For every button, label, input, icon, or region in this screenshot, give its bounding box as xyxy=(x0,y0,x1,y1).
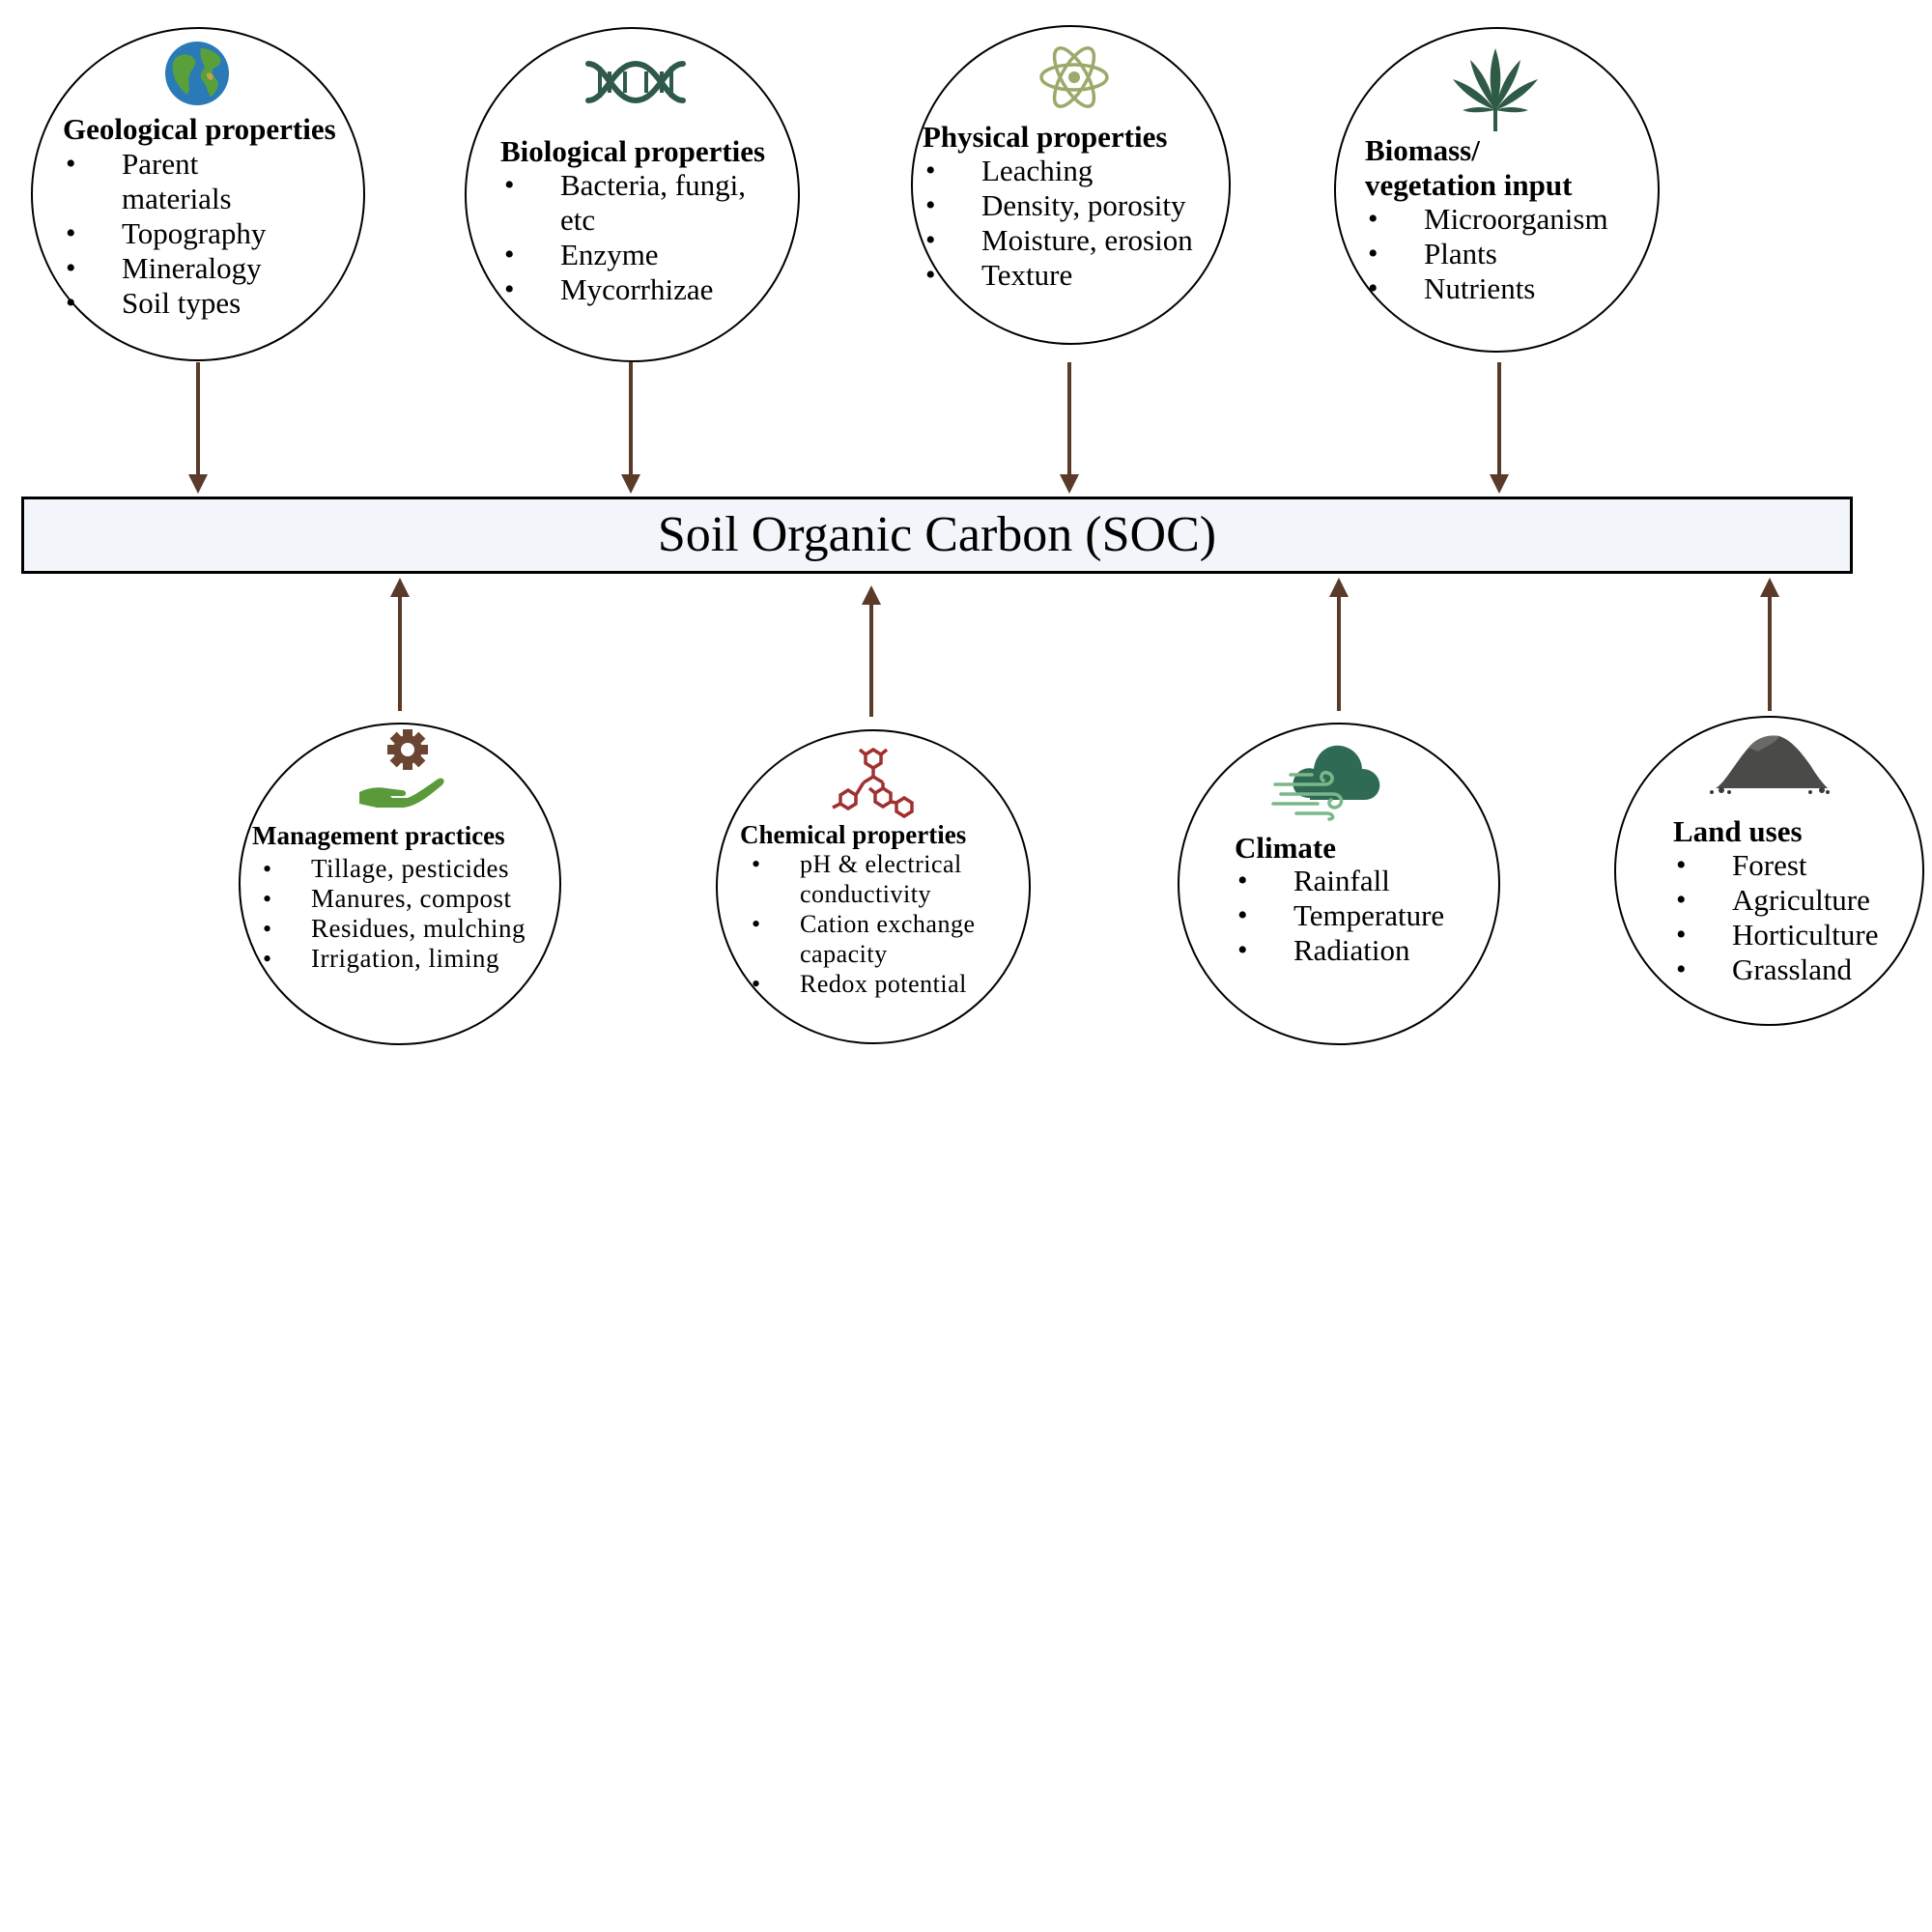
list-item: Mineralogy xyxy=(66,251,266,286)
globe-icon xyxy=(165,42,229,105)
list-item: Mycorrhizae xyxy=(504,272,768,307)
list-item: Redox potential xyxy=(752,969,1003,999)
list-item: Topography xyxy=(66,216,266,251)
list-item: Radiation xyxy=(1237,933,1444,968)
leaf-icon xyxy=(1453,48,1538,131)
list-item: Microorganism xyxy=(1368,202,1607,237)
node-geological-list: Parent materials Topography Mineralogy S… xyxy=(66,147,266,321)
dna-icon xyxy=(585,60,686,104)
list-item: Horticulture xyxy=(1676,918,1878,952)
node-biomass-title-line2: vegetation input xyxy=(1365,168,1573,202)
list-item: Rainfall xyxy=(1237,864,1444,898)
list-item: Temperature xyxy=(1237,898,1444,933)
molecule-icon xyxy=(832,747,914,819)
list-item: Grassland xyxy=(1676,952,1879,987)
node-management-title: Management practices xyxy=(252,821,505,850)
node-biomass-list: Microorganism Plants Nutrients xyxy=(1368,202,1608,306)
soil-pile-icon xyxy=(1710,735,1830,794)
list-item: Forest xyxy=(1676,848,1879,883)
list-item: Cation exchange capacity xyxy=(752,909,1003,969)
cloud-wind-icon xyxy=(1271,745,1380,821)
node-biological-list: Bacteria, fungi, etc Enzyme Mycorrhizae xyxy=(504,168,768,307)
node-physical-list: Leaching Density, porosity Moisture, ero… xyxy=(925,154,1193,293)
list-item: Nutrients xyxy=(1368,271,1608,306)
list-item: Tillage, pesticides xyxy=(263,854,526,884)
node-chemical-list: pH & electrical conductivity Cation exch… xyxy=(752,849,1003,999)
list-item: Bacteria, fungi, etc xyxy=(504,168,768,238)
list-item: Moisture, erosion xyxy=(925,223,1193,258)
node-biomass-title: Biomass/ vegetation input xyxy=(1365,133,1572,203)
list-item: Manures, compost xyxy=(263,884,526,914)
atom-icon xyxy=(1039,46,1109,108)
node-management-list: Tillage, pesticides Manures, compost Res… xyxy=(263,854,526,974)
soc-box: Soil Organic Carbon (SOC) xyxy=(21,497,1853,574)
list-item: Leaching xyxy=(925,154,1193,188)
node-land-uses-title: Land uses xyxy=(1673,814,1803,848)
node-climate-title: Climate xyxy=(1235,831,1337,865)
soc-label: Soil Organic Carbon (SOC) xyxy=(657,507,1217,562)
node-climate-list: Rainfall Temperature Radiation xyxy=(1237,864,1444,968)
list-item: Density, porosity xyxy=(925,188,1193,223)
node-physical-title: Physical properties xyxy=(923,120,1168,154)
list-item: pH & electrical conductivity xyxy=(752,849,993,909)
list-item: Residues, mulching xyxy=(263,914,526,944)
node-biological-title: Biological properties xyxy=(500,134,766,168)
list-item: Enzyme xyxy=(504,238,768,272)
list-item: Parent materials xyxy=(66,147,257,216)
node-land-uses-list: Forest Agriculture Horticulture Grasslan… xyxy=(1676,848,1879,987)
list-item: Plants xyxy=(1368,237,1608,271)
list-item: Texture xyxy=(925,258,1193,293)
node-biomass-title-line1: Biomass/ xyxy=(1365,133,1480,167)
node-chemical-title: Chemical properties xyxy=(740,820,967,849)
node-geological-title: Geological properties xyxy=(63,112,336,146)
list-item: Soil types xyxy=(66,286,266,321)
list-item: Irrigation, liming xyxy=(263,944,526,974)
hand-gear-icon xyxy=(359,729,444,808)
list-item: Agriculture xyxy=(1676,883,1879,918)
